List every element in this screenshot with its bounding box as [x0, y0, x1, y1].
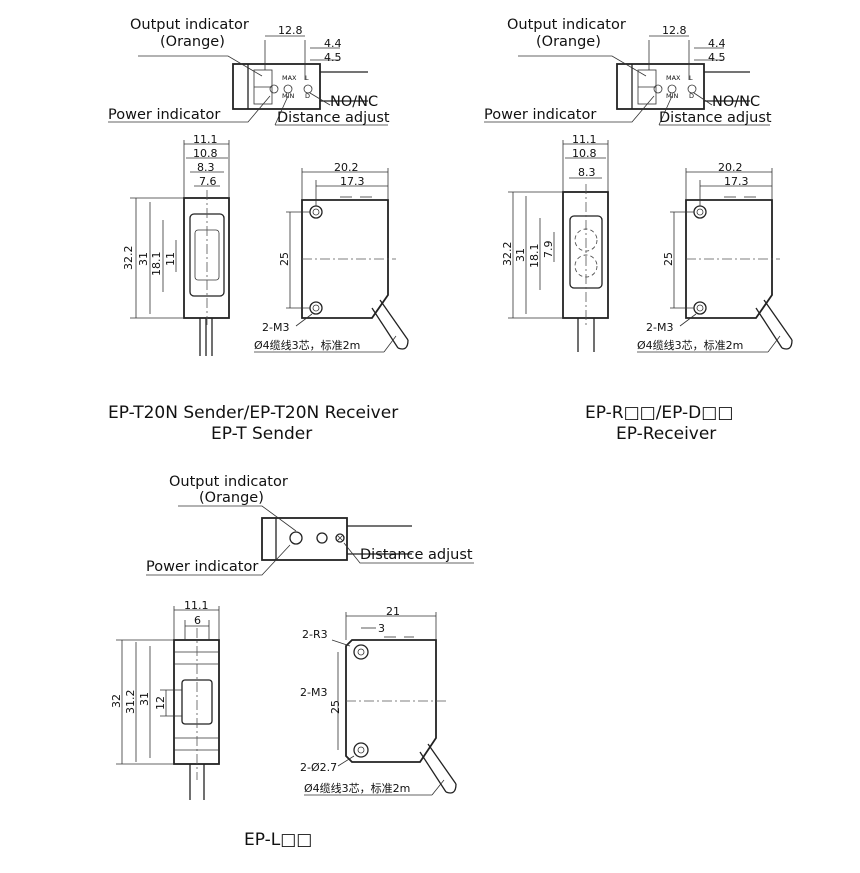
- front-dim-11-1: 11.1: [572, 133, 597, 146]
- right-view: 20.2 17.3 25 2-M3 Ø4缆线3芯，标准2m: [637, 161, 793, 353]
- radius-label: 2-R3: [302, 628, 328, 641]
- cable-label: Ø4缆线3芯，标准2m: [637, 338, 743, 352]
- screw-label: 2-M3: [300, 686, 327, 699]
- side-view: MAX MIN L D 12.8 4.4 4.5 Output indicato…: [484, 17, 772, 126]
- right-view: 21 3 2-R3 2-M3 25 2-Ø2.7 Ø4缆线3芯，标准2m: [300, 605, 457, 796]
- front-dim-31-2: 31.2: [124, 690, 137, 715]
- knob-label-min: MIN: [282, 92, 295, 100]
- side-dim-20-2: 20.2: [718, 161, 743, 174]
- side-dim-17-3: 17.3: [340, 175, 365, 188]
- dim-4-5: 4.5: [324, 51, 342, 64]
- output-indicator-label: Output indicator: [130, 17, 249, 33]
- side-dim-25: 25: [662, 252, 675, 266]
- caption-line-1: EP-T20N Sender/EP-T20N Receiver: [108, 403, 398, 423]
- diagram-top-right: MAX MIN L D 12.8 4.4 4.5 Output indicato…: [484, 17, 793, 444]
- distance-adjust-label: Distance adjust: [277, 110, 390, 126]
- diagram-bottom-left: Output indicator (Orange) Power indicato…: [110, 474, 474, 850]
- nonc-label: NO/NC: [712, 94, 760, 110]
- front-dim-8-3: 8.3: [197, 161, 215, 174]
- side-dim-21: 21: [386, 605, 400, 618]
- output-indicator-label: Output indicator: [169, 474, 288, 490]
- knob-label-l: L: [305, 74, 309, 82]
- side-view: Output indicator (Orange) Power indicato…: [146, 474, 474, 576]
- front-dim-31: 31: [138, 692, 151, 706]
- front-dim-8-3: 8.3: [578, 166, 596, 179]
- front-view: 11.1 10.8 8.3 7.6 32.2 31 18.1 11: [122, 133, 230, 356]
- diagram-top-left: MAX MIN L D 12.8 4.4 4.5 Output indicato…: [108, 17, 409, 444]
- front-dim-32: 32: [110, 694, 123, 708]
- front-dim-7-9: 7.9: [542, 241, 555, 259]
- front-dim-31: 31: [137, 252, 150, 266]
- hole-label: 2-Ø2.7: [300, 761, 337, 774]
- distance-adjust-label: Distance adjust: [360, 547, 473, 563]
- caption-line-2: EP-Receiver: [616, 424, 716, 444]
- dim-12-8: 12.8: [662, 24, 687, 37]
- power-indicator-label: Power indicator: [108, 107, 220, 123]
- front-dim-32-2: 32.2: [501, 242, 514, 267]
- knob-label-min: MIN: [666, 92, 679, 100]
- dim-4-4: 4.4: [708, 37, 726, 50]
- front-dim-18-1: 18.1: [150, 252, 163, 277]
- front-dim-11-1: 11.1: [184, 599, 209, 612]
- nonc-label: NO/NC: [330, 94, 378, 110]
- side-dim-25: 25: [329, 700, 342, 714]
- power-indicator-label: Power indicator: [146, 559, 258, 575]
- dim-4-5: 4.5: [708, 51, 726, 64]
- front-view: 11.1 10.8 8.3 32.2 31 18.1 7.9: [501, 133, 609, 352]
- knob-label-l: L: [689, 74, 693, 82]
- dim-4-4: 4.4: [324, 37, 342, 50]
- front-dim-12: 12: [154, 696, 167, 710]
- side-dim-25: 25: [278, 252, 291, 266]
- knob-label-d: D: [689, 92, 694, 100]
- front-dim-31: 31: [514, 248, 527, 262]
- cable-label: Ø4缆线3芯，标准2m: [254, 338, 360, 352]
- knob-label-max: MAX: [666, 74, 681, 82]
- screw-label: 2-M3: [262, 321, 289, 334]
- output-indicator-label: Output indicator: [507, 17, 626, 33]
- distance-adjust-label: Distance adjust: [659, 110, 772, 126]
- front-dim-7-6: 7.6: [199, 175, 217, 188]
- front-dim-32-2: 32.2: [122, 246, 135, 271]
- caption-line-1: EP-L□□: [244, 830, 312, 850]
- side-dim-3: 3: [378, 622, 385, 635]
- side-dim-20-2: 20.2: [334, 161, 359, 174]
- front-dim-11-1: 11.1: [193, 133, 218, 146]
- front-dim-10-8: 10.8: [193, 147, 218, 160]
- screw-label: 2-M3: [646, 321, 673, 334]
- output-color-label: (Orange): [160, 34, 225, 50]
- knob-label-d: D: [305, 92, 310, 100]
- side-view: MAX MIN L D 12.8 4.4 4.5 Output indicato…: [108, 17, 390, 126]
- knob-label-max: MAX: [282, 74, 297, 82]
- output-color-label: (Orange): [199, 490, 264, 506]
- right-view: 20.2 17.3 25 2-M3 Ø4缆线3芯，标准2m: [254, 161, 409, 353]
- front-dim-18-1: 18.1: [528, 244, 541, 269]
- front-dim-6: 6: [194, 614, 201, 627]
- cable-label: Ø4缆线3芯，标准2m: [304, 781, 410, 795]
- front-dim-11: 11: [164, 252, 177, 266]
- output-color-label: (Orange): [536, 34, 601, 50]
- front-dim-10-8: 10.8: [572, 147, 597, 160]
- caption-line-2: EP-T Sender: [211, 424, 312, 444]
- power-indicator-label: Power indicator: [484, 107, 596, 123]
- caption-line-1: EP-R□□/EP-D□□: [585, 403, 733, 423]
- front-view: 11.1 6 32 31.2 31 12: [110, 599, 220, 800]
- dim-12-8: 12.8: [278, 24, 303, 37]
- side-dim-17-3: 17.3: [724, 175, 749, 188]
